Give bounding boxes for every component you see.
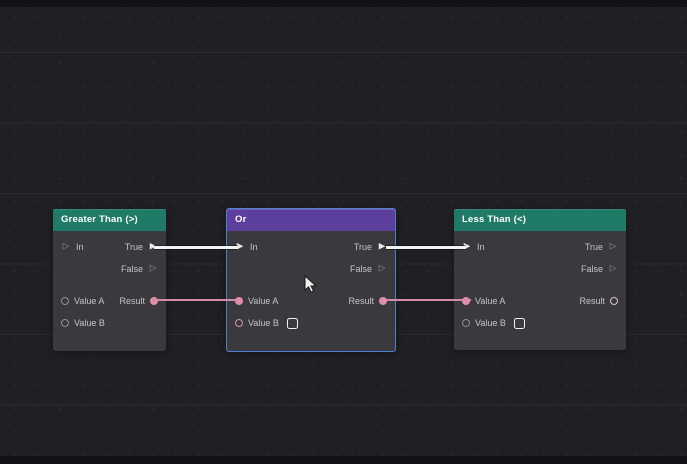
port-result[interactable]: Result bbox=[579, 293, 618, 309]
data-pin-icon[interactable] bbox=[462, 319, 470, 327]
port-label: In bbox=[477, 242, 485, 252]
port-label: Value A bbox=[74, 296, 105, 306]
port-value-b[interactable]: Value B bbox=[61, 315, 105, 331]
exec-pin-icon[interactable]: ▶ bbox=[463, 241, 471, 252]
port-value-a[interactable]: Value A bbox=[462, 293, 505, 309]
exec-pin-icon[interactable]: ▷ bbox=[149, 263, 157, 274]
value-b-checkbox[interactable] bbox=[286, 317, 298, 329]
data-pin-icon[interactable] bbox=[462, 297, 470, 305]
data-pin-icon[interactable] bbox=[61, 319, 69, 327]
data-pin-icon[interactable] bbox=[61, 297, 69, 305]
exec-pin-icon[interactable]: ▷ bbox=[609, 263, 617, 274]
port-label: In bbox=[76, 242, 84, 252]
port-true[interactable]: True ▷ bbox=[585, 239, 618, 255]
port-true[interactable]: True ▶ bbox=[354, 239, 387, 255]
port-label: In bbox=[250, 242, 258, 252]
port-label: True bbox=[584, 242, 603, 252]
port-in[interactable]: ▶ In bbox=[235, 239, 258, 255]
data-pin-icon[interactable] bbox=[150, 297, 158, 305]
node-less-than[interactable]: Less Than (<) ▶ In True ▷ False ▷ Value … bbox=[454, 209, 626, 350]
node-title-bar[interactable]: Less Than (<) bbox=[454, 209, 626, 231]
port-false[interactable]: False ▷ bbox=[121, 261, 158, 277]
port-label: False bbox=[120, 264, 143, 274]
port-value-b[interactable]: Value B bbox=[235, 315, 298, 331]
port-result[interactable]: Result bbox=[348, 293, 387, 309]
port-label: True bbox=[353, 242, 372, 252]
port-false[interactable]: False ▷ bbox=[350, 261, 387, 277]
exec-pin-icon[interactable]: ▷ bbox=[609, 241, 617, 252]
exec-pin-icon[interactable]: ▶ bbox=[378, 241, 386, 252]
node-greater-than[interactable]: Greater Than (>) ▷ In True ▶ False ▷ Val… bbox=[53, 209, 166, 351]
port-true[interactable]: True ▶ bbox=[125, 239, 158, 255]
port-label: Value B bbox=[475, 318, 506, 328]
data-pin-icon[interactable] bbox=[235, 297, 243, 305]
exec-pin-icon[interactable]: ▶ bbox=[236, 241, 244, 252]
port-result[interactable]: Result bbox=[119, 293, 158, 309]
node-title-bar[interactable]: Greater Than (>) bbox=[53, 209, 166, 231]
exec-pin-icon[interactable]: ▶ bbox=[149, 241, 157, 252]
data-pin-icon[interactable] bbox=[235, 319, 243, 327]
port-label: Value B bbox=[74, 318, 105, 328]
wire-data-greater-result-to-or-a[interactable] bbox=[151, 299, 239, 301]
top-edge-strip bbox=[0, 0, 687, 7]
port-in[interactable]: ▶ In bbox=[462, 239, 485, 255]
port-label: Result bbox=[348, 296, 374, 306]
port-label: Value A bbox=[248, 296, 279, 306]
port-in[interactable]: ▷ In bbox=[61, 239, 84, 255]
port-label: Result bbox=[119, 296, 145, 306]
port-value-a[interactable]: Value A bbox=[235, 293, 278, 309]
wire-exec-or-to-less[interactable] bbox=[386, 246, 466, 249]
port-label: False bbox=[349, 264, 372, 274]
mouse-cursor-icon bbox=[304, 275, 318, 294]
port-label: False bbox=[580, 264, 603, 274]
value-b-checkbox[interactable] bbox=[513, 317, 525, 329]
port-label: Value B bbox=[248, 318, 279, 328]
data-pin-icon[interactable] bbox=[610, 297, 618, 305]
port-label: True bbox=[124, 242, 143, 252]
port-value-b[interactable]: Value B bbox=[462, 315, 525, 331]
bottom-edge-strip bbox=[0, 456, 687, 464]
exec-pin-icon[interactable]: ▷ bbox=[378, 263, 386, 274]
port-label: Value A bbox=[475, 296, 506, 306]
exec-pin-icon[interactable]: ▷ bbox=[62, 241, 70, 252]
port-value-a[interactable]: Value A bbox=[61, 293, 104, 309]
port-false[interactable]: False ▷ bbox=[581, 261, 618, 277]
data-pin-icon[interactable] bbox=[379, 297, 387, 305]
wire-data-or-result-to-less-a[interactable] bbox=[386, 299, 471, 301]
node-or[interactable]: Or ▶ In True ▶ False ▷ Value A Result Va… bbox=[226, 208, 396, 352]
wire-exec-greater-to-or[interactable] bbox=[154, 246, 238, 249]
port-label: Result bbox=[579, 296, 605, 306]
node-title-bar[interactable]: Or bbox=[227, 209, 395, 231]
